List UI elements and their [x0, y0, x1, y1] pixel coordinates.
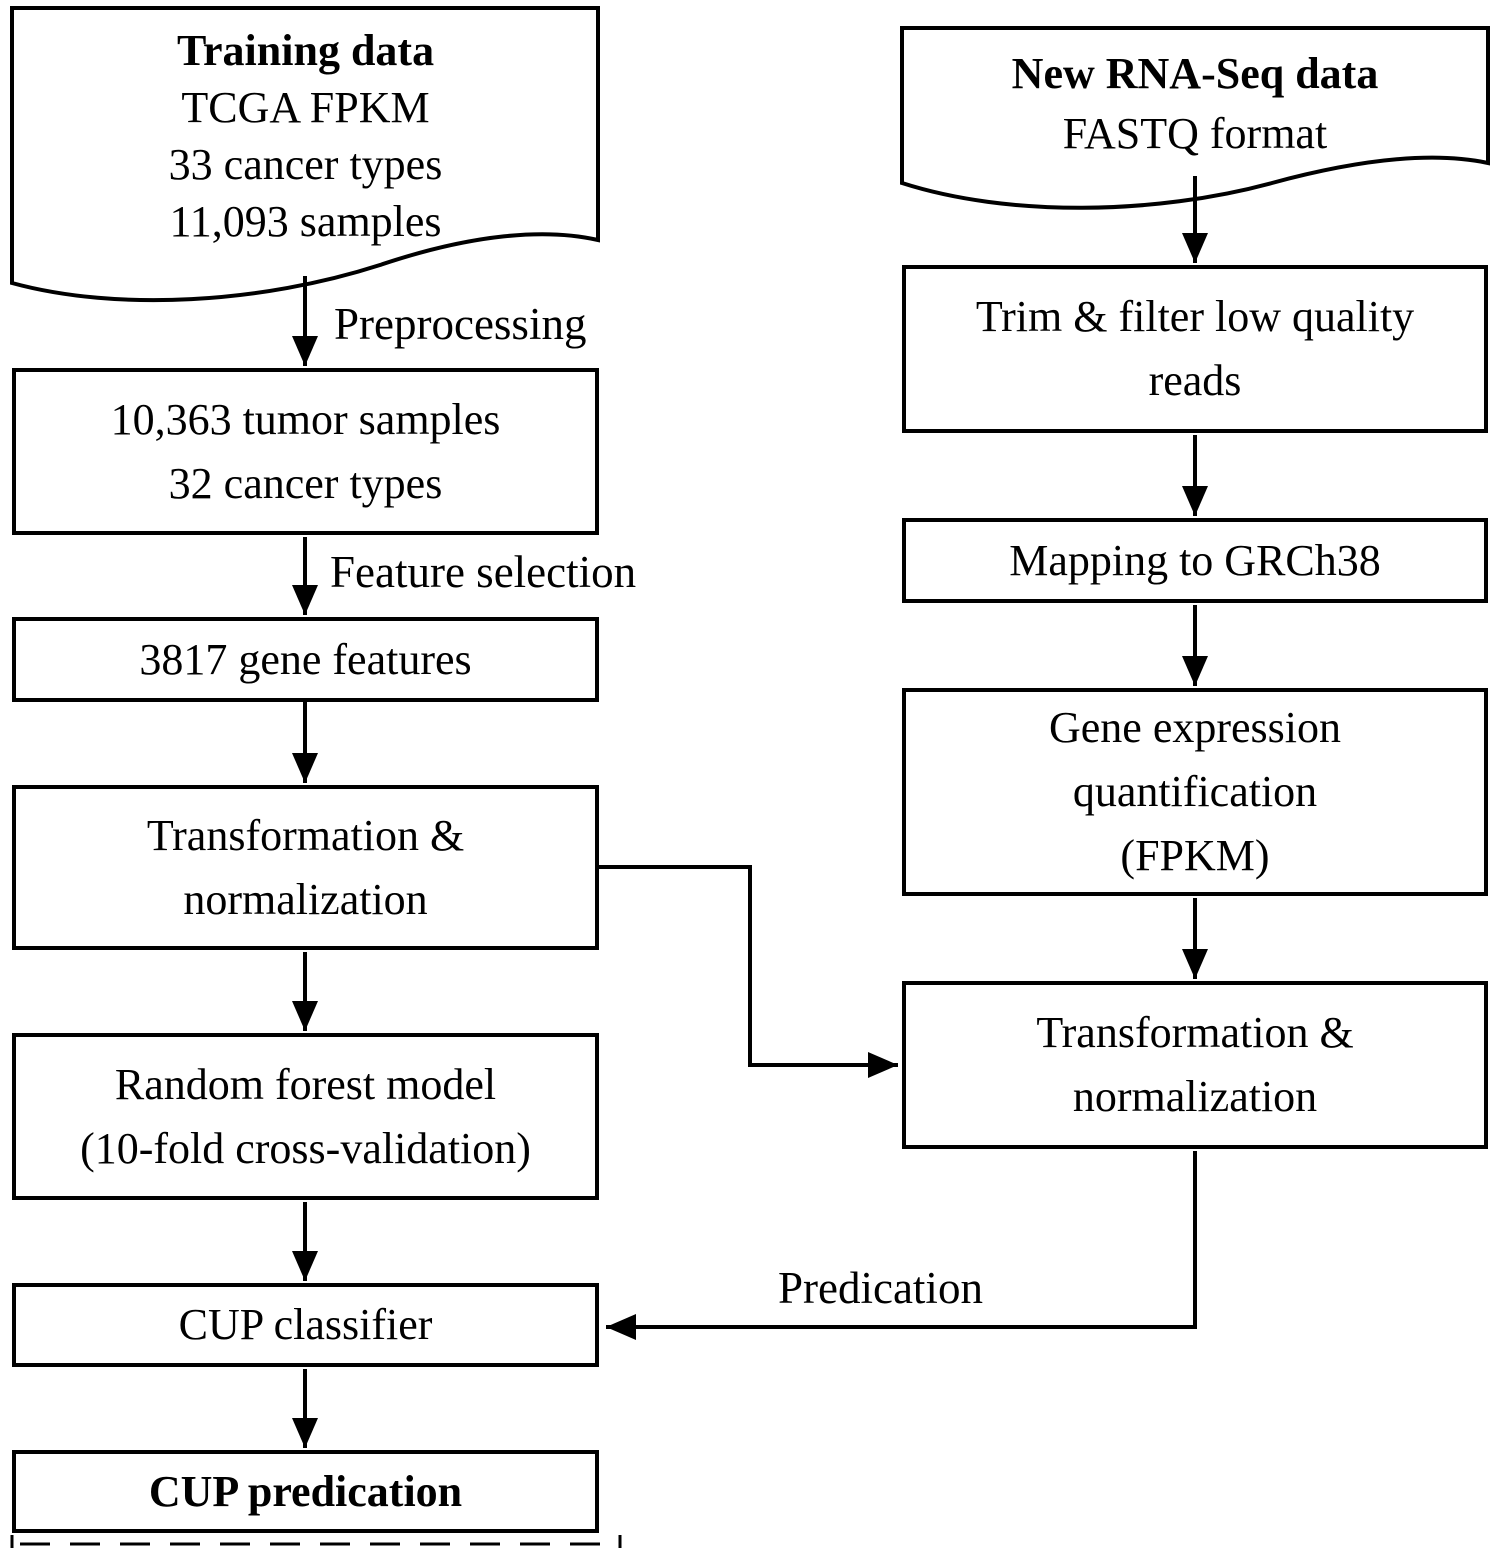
gene-expression-line: (FPKM) [1120, 831, 1270, 880]
gene-features-label: 3817 gene features [139, 634, 472, 684]
random-forest-box: Random forest model (10-fold cross-valid… [12, 1033, 599, 1200]
tumor-samples-box: 10,363 tumor samples 32 cancer types [12, 368, 599, 535]
cup-classifier-box: CUP classifier [12, 1283, 599, 1367]
new-rnaseq-document-shape [900, 26, 1490, 210]
gene-expression-box: Gene expression quantification (FPKM) [902, 688, 1488, 896]
cup-predication-box: CUP predication [12, 1450, 599, 1533]
transformation-normalization-box-left: Transformation & normalization [12, 785, 599, 950]
trim-filter-line: Trim & filter low quality [975, 292, 1415, 341]
mapping-box: Mapping to GRCh38 [902, 518, 1488, 603]
connector-transformation-to-transformation [599, 865, 898, 1078]
training-data-line: 11,093 samples [169, 197, 442, 246]
transformation-line: normalization [1072, 1072, 1318, 1121]
gene-expression-line: quantification [1072, 767, 1318, 816]
transformation-normalization-box-right: Transformation & normalization [902, 981, 1488, 1149]
feature-selection-label: Feature selection [330, 547, 637, 597]
training-data-title: Training data [176, 26, 435, 75]
training-data-document: Training data TCGA FPKM 33 cancer types … [12, 22, 599, 250]
gene-features-box: 3817 gene features [12, 617, 599, 702]
tumor-samples-line: 32 cancer types [168, 458, 443, 508]
cup-predication-label: CUP predication [148, 1466, 463, 1516]
mapping-label: Mapping to GRCh38 [1009, 535, 1381, 585]
trim-filter-box: Trim & filter low quality reads [902, 265, 1488, 433]
trim-filter-line: reads [1148, 356, 1242, 405]
transformation-line: Transformation & [146, 810, 465, 860]
predication-label: Predication [778, 1263, 983, 1313]
random-forest-line: Random forest model [114, 1059, 497, 1109]
gene-expression-line: Gene expression [1048, 703, 1341, 752]
transformation-line: normalization [183, 874, 428, 924]
new-rnaseq-document: New RNA-Seq data FASTQ format [902, 44, 1488, 164]
connector-predication-to-classifier [606, 1151, 1197, 1340]
random-forest-line: (10-fold cross-validation) [80, 1123, 531, 1173]
transformation-line: Transformation & [1036, 1008, 1354, 1057]
new-rnaseq-line: FASTQ format [1062, 109, 1328, 158]
training-data-line: TCGA FPKM [181, 83, 430, 132]
tumor-samples-line: 10,363 tumor samples [110, 394, 501, 444]
new-rnaseq-title: New RNA-Seq data [1011, 49, 1379, 98]
cup-classifier-label: CUP classifier [178, 1300, 433, 1349]
preprocessing-label: Preprocessing [334, 299, 587, 349]
training-data-document-shape [10, 6, 600, 303]
training-data-line: 33 cancer types [168, 140, 443, 189]
